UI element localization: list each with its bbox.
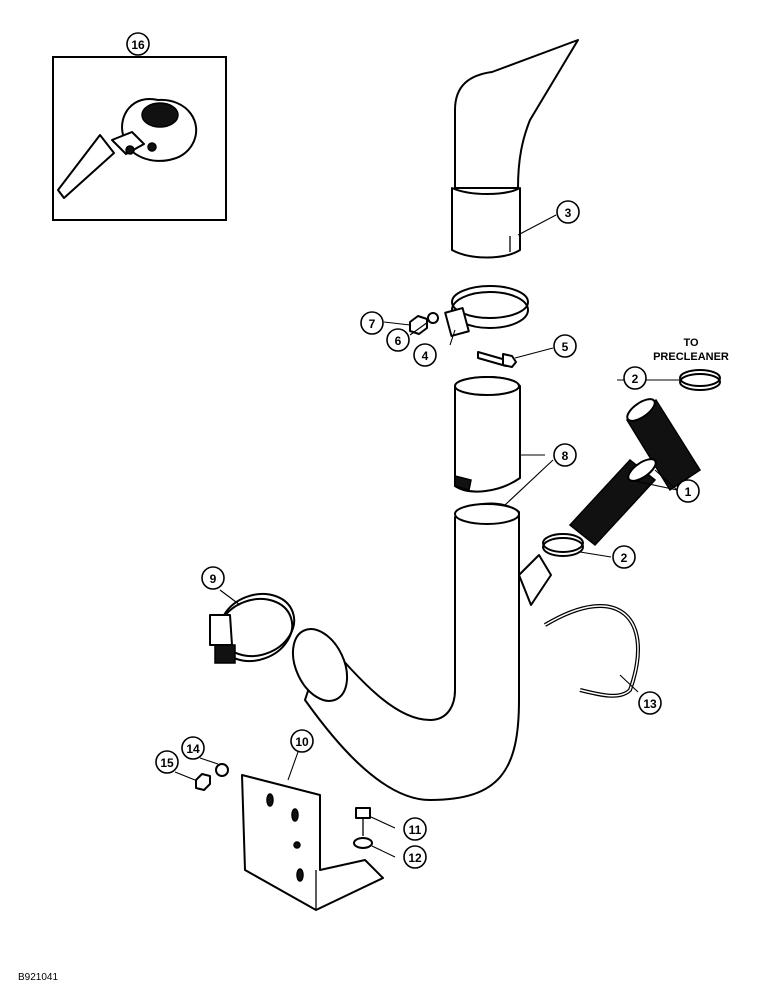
mounting-bracket: [241, 774, 384, 911]
inset-detail: [52, 56, 227, 221]
callout-3: 3: [556, 200, 580, 224]
callout-12: 12: [403, 845, 427, 869]
callout-2-lower: 2: [612, 545, 636, 569]
callout-11: 11: [403, 817, 427, 841]
pipe-extension: [454, 376, 521, 493]
svg-text:3: 3: [565, 206, 572, 220]
callout-2-upper: 2: [623, 366, 647, 390]
bracket-hardware: [195, 763, 373, 849]
svg-text:6: 6: [395, 334, 402, 348]
svg-text:10: 10: [295, 735, 309, 749]
callout-15: 15: [155, 750, 179, 774]
svg-text:15: 15: [160, 756, 174, 770]
u-bolt: [543, 604, 640, 698]
callout-16: 16: [126, 32, 150, 56]
band-clamp: [444, 285, 529, 337]
leader-lines: [137, 56, 680, 858]
svg-text:11: 11: [409, 823, 422, 837]
svg-text:13: 13: [643, 697, 657, 711]
hose-clamps: [542, 369, 721, 557]
callout-7: 7: [360, 311, 384, 335]
svg-text:7: 7: [369, 317, 376, 331]
note-line-1: TO: [683, 337, 699, 349]
main-exhaust-pipe: [291, 502, 552, 801]
clamp-ring: [209, 592, 296, 664]
svg-text:9: 9: [210, 572, 217, 586]
callout-13: 13: [638, 691, 662, 715]
exhaust-elbow-pipe: [451, 39, 579, 259]
hose-pieces: [568, 398, 702, 547]
svg-text:4: 4: [422, 349, 429, 363]
rain-cap-illustration: [57, 97, 198, 199]
svg-text:2: 2: [621, 551, 628, 565]
callout-4: 4: [413, 343, 437, 367]
callout-9: 9: [201, 566, 225, 590]
callout-1: 1: [676, 479, 700, 503]
svg-text:14: 14: [186, 742, 200, 756]
callout-10: 10: [290, 729, 314, 753]
svg-text:1: 1: [685, 485, 692, 499]
callouts: 16 3 7 6 4 5 2 8: [126, 32, 700, 869]
callout-14: 14: [181, 736, 205, 760]
note-line-2: PRECLEANER: [653, 351, 729, 363]
svg-text:16: 16: [131, 38, 145, 52]
svg-text:2: 2: [632, 372, 639, 386]
svg-text:8: 8: [562, 449, 569, 463]
callout-5: 5: [553, 334, 577, 358]
precleaner-note: TO PRECLEANER: [653, 337, 729, 363]
hardware-small-parts: [409, 312, 517, 368]
callout-6: 6: [386, 328, 410, 352]
callout-8: 8: [553, 443, 577, 467]
svg-text:5: 5: [562, 340, 569, 354]
figure-id: B921041: [18, 972, 58, 983]
svg-text:12: 12: [408, 851, 422, 865]
